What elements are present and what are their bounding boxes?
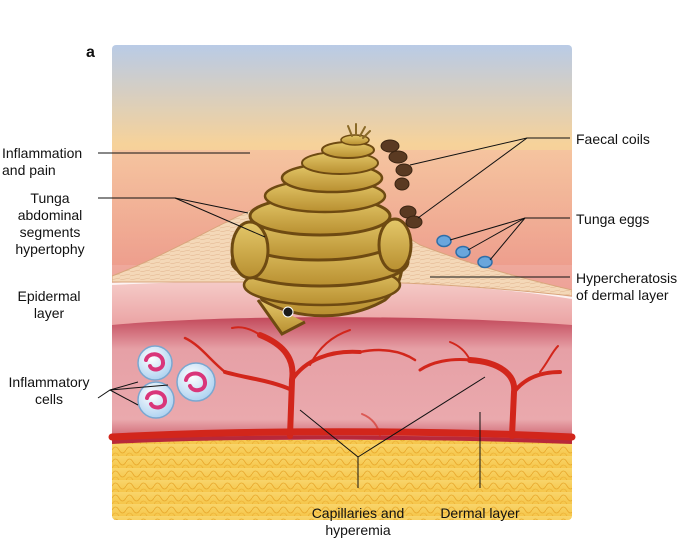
- label-dermal: Dermal layer: [430, 505, 530, 522]
- label-line: Tunga: [30, 190, 70, 206]
- tunga-eggs: [436, 234, 493, 269]
- panel-letter: a: [86, 44, 95, 61]
- label-tunga-segments: Tunga abdominal segments hypertophy: [0, 190, 100, 258]
- label-line: Capillaries and: [311, 505, 405, 521]
- faecal-coil-icon: [380, 139, 413, 191]
- label-line: layer: [33, 305, 65, 321]
- label-line: hyperemia: [325, 522, 391, 538]
- label-line: Faecal coils: [576, 131, 650, 147]
- label-line: Hypercheratosis: [576, 270, 678, 286]
- label-line: Dermal layer: [440, 505, 520, 521]
- inflammatory-cell-icon: [176, 362, 216, 402]
- label-capillaries: Capillaries and hyperemia: [300, 505, 416, 539]
- fat-layer: [112, 440, 572, 520]
- faecal-coil-icon: [399, 205, 423, 229]
- label-line: abdominal: [17, 207, 83, 223]
- faecal-coils: [380, 139, 423, 229]
- label-line: Tunga eggs: [576, 211, 650, 227]
- leader-lines: [97, 137, 570, 488]
- dermal-band: [112, 317, 572, 445]
- label-inflammation: Inflammation and pain: [2, 145, 82, 179]
- label-line: Inflammation: [2, 145, 83, 161]
- label-faecal-coils: Faecal coils: [576, 131, 650, 148]
- inflammatory-cell-icon: [137, 345, 173, 381]
- capillaries: [108, 326, 576, 441]
- egg-icon: [477, 255, 493, 269]
- label-line: segments: [19, 224, 81, 240]
- label-inflammatory-cells: Inflammatory cells: [0, 374, 98, 408]
- label-line: cells: [34, 391, 63, 407]
- label-line: Inflammatory: [8, 374, 90, 390]
- label-line: Epidermal: [17, 288, 81, 304]
- label-tunga-eggs: Tunga eggs: [576, 211, 649, 228]
- label-line: and pain: [2, 162, 56, 178]
- inflammatory-cell-icon: [137, 381, 175, 419]
- egg-icon: [436, 234, 452, 248]
- inflammatory-cells: [137, 345, 216, 419]
- tunga-flea-illustration: [230, 123, 413, 336]
- label-hyperkeratosis: Hypercheratosis of dermal layer: [576, 270, 677, 304]
- label-line: of dermal layer: [576, 287, 669, 303]
- label-epidermal: Epidermal layer: [0, 288, 98, 322]
- label-line: hypertophy: [15, 241, 85, 257]
- egg-icon: [455, 245, 471, 259]
